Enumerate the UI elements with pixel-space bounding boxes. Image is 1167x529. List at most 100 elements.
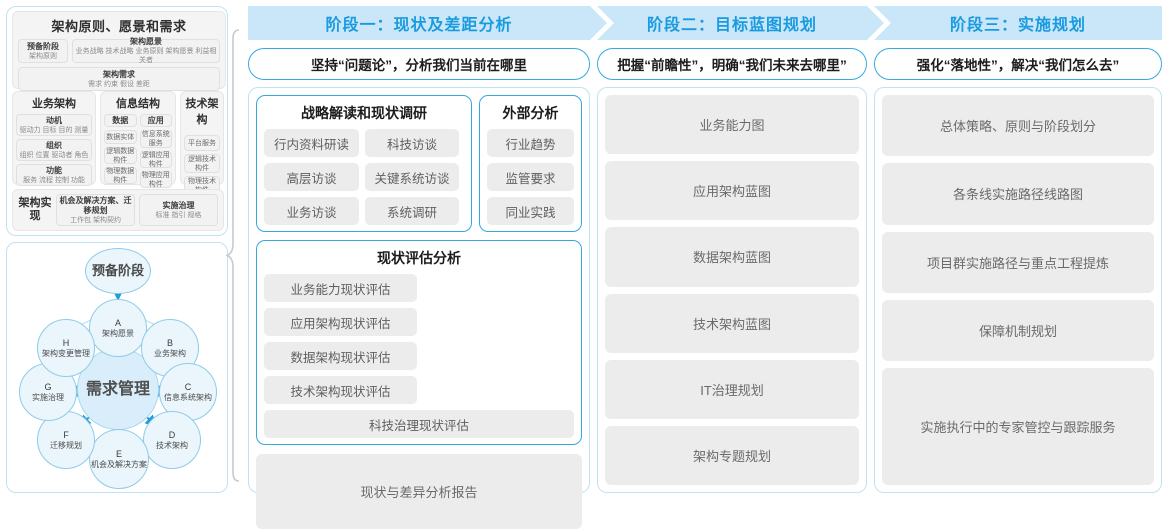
- phase-2-item-business-capability[interactable]: 业务能力图: [605, 95, 859, 155]
- framework-column-information: 信息结构 数据 数据实体 逻辑数据构件 物理数据构件 应用: [100, 91, 176, 188]
- framework-subgroup-data: 数据 数据实体 逻辑数据构件 物理数据构件: [104, 114, 137, 188]
- phase-3-item-program-roadmap[interactable]: 项目群实施路径与重点工程提炼: [882, 231, 1154, 293]
- framework-box-vision-sub: 业务战略 技术战略 业务原则 架构愿景 利益相关者: [75, 48, 217, 64]
- phase-1-banner-label: 阶段一：现状及差距分析: [325, 17, 513, 34]
- framework-box-opportunity-migration: 机会及解决方案、迁移规划 工作包 架构契约: [56, 194, 135, 226]
- chip-industry-trend[interactable]: 行业趋势: [487, 129, 574, 157]
- phase-3-body: 总体策略、原则与阶段划分 各条线实施路径线路图 项目群实施路径与重点工程提炼 保…: [874, 87, 1162, 493]
- left-panel: 架构原则、愿景和需求 预备阶段 架构原则 架构愿景 业务战略 技术战略 业务原则…: [6, 6, 234, 493]
- framework-column-business: 业务架构 动机 驱动力 目标 目的 测量 组织 组织 位置 驱动者 角色 功能: [12, 91, 96, 186]
- phase-2-banner: 阶段二：目标蓝图规划: [597, 6, 884, 40]
- framework-realization-label: 架构实现: [18, 197, 52, 222]
- framework-tile-is-service: 信息系统服务: [139, 130, 172, 148]
- framework-section-principles: 架构原则、愿景和需求 预备阶段 架构原则 架构愿景 业务战略 技术战略 业务原则…: [12, 11, 226, 91]
- framework-tile-organization: 组织 组织 位置 驱动者 角色: [16, 139, 92, 161]
- brace-icon: [224, 29, 240, 482]
- chip-peer-practice[interactable]: 同业实践: [487, 197, 574, 225]
- phase-2-item-data-blueprint[interactable]: 数据架构蓝图: [605, 227, 859, 287]
- framework-tile-data-entity: 数据实体: [104, 130, 137, 144]
- framework-tile-function: 功能 服务 流程 控制 功能: [16, 164, 92, 186]
- phase-3-banner-label: 阶段三：实施规划: [949, 17, 1086, 34]
- chip-it-governance-assessment[interactable]: 科技治理现状评估: [264, 410, 574, 438]
- phase-2-subtitle: 把握“前瞻性”，明确“我们未来去哪里”: [597, 48, 867, 80]
- framework-tile-logical-tech: 逻辑技术构件: [184, 154, 220, 173]
- phase-3-subtitle: 强化“落地性”，解决“我们怎么去”: [874, 48, 1162, 80]
- phase-1-group-strategy-title: 战略解读和现状调研: [301, 105, 427, 121]
- chip-technology-assessment[interactable]: 技术架构现状评估: [264, 376, 417, 404]
- phase-1-group-assessment-title: 现状评估分析: [377, 250, 461, 266]
- phase-2-item-technology-blueprint[interactable]: 技术架构蓝图: [605, 293, 859, 353]
- phase-2-column: 阶段二：目标蓝图规划 把握“前瞻性”，明确“我们未来去哪里” 业务能力图 应用架…: [597, 6, 884, 493]
- adm-node-d[interactable]: D 技术架构: [143, 411, 201, 469]
- adm-cycle: 预备阶段 需求管理 A 架构愿景 B 业务架构 C: [7, 243, 227, 492]
- framework-box-requirements: 架构需求 需求 约束 假设 差距: [18, 67, 220, 91]
- adm-node-a[interactable]: A 架构愿景: [89, 299, 147, 357]
- framework-section-architectures: 业务架构 动机 驱动力 目标 目的 测量 组织 组织 位置 驱动者 角色 功能: [12, 91, 224, 195]
- phase-2-body: 业务能力图 应用架构蓝图 数据架构蓝图 技术架构蓝图 IT治理规划 架构专题规划: [597, 87, 867, 493]
- phase-2-banner-label: 阶段二：目标蓝图规划: [646, 17, 817, 34]
- phase-3-item-expert-tracking[interactable]: 实施执行中的专家管控与跟踪服务: [882, 368, 1154, 486]
- adm-node-h[interactable]: H 架构变更管理: [37, 319, 95, 377]
- phase-1-output[interactable]: 现状与差异分析报告: [256, 454, 582, 529]
- framework-box-vision: 架构愿景 业务战略 技术战略 业务原则 架构愿景 利益相关者: [72, 37, 220, 64]
- phase-3-item-overall-strategy[interactable]: 总体策略、原则与阶段划分: [882, 95, 1154, 157]
- adm-node-e[interactable]: E 机会及解决方案: [89, 429, 149, 489]
- phase-1-column: 阶段一：现状及差距分析 坚持“问题论”，分析我们当前在哪里 战略解读和现状调研 …: [248, 6, 607, 529]
- phase-2-arrow-icon: [867, 6, 884, 40]
- phase-3-banner: 阶段三：实施规划: [874, 6, 1162, 40]
- architecture-roadmap-diagram: 架构原则、愿景和需求 预备阶段 架构原则 架构愿景 业务战略 技术战略 业务原则…: [6, 6, 1162, 529]
- chip-internal-docs[interactable]: 行内资料研读: [264, 129, 359, 157]
- chip-key-system-interview[interactable]: 关键系统访谈: [365, 163, 459, 191]
- phase-3-item-assurance-mechanism[interactable]: 保障机制规划: [882, 299, 1154, 362]
- framework-box-requirements-title: 架构需求: [103, 69, 135, 79]
- phase-3-item-line-roadmap[interactable]: 各条线实施路径线路图: [882, 163, 1154, 225]
- phase-1-arrow-icon: [590, 6, 607, 40]
- chip-data-assessment[interactable]: 数据架构现状评估: [264, 342, 417, 370]
- framework-tile-logical-app: 逻辑应用构件: [139, 151, 172, 168]
- framework-tile-physical-data: 物理数据构件: [104, 167, 137, 184]
- framework-box-governance: 实施治理 标准 指引 规格: [139, 194, 218, 226]
- phase-1-group-external: 外部分析 行业趋势 监管要求 同业实践: [479, 95, 582, 232]
- framework-box-preliminary-sub: 架构原则: [29, 52, 57, 60]
- adm-cycle-card: 预备阶段 需求管理 A 架构愿景 B 业务架构 C: [6, 242, 228, 493]
- framework-column-information-title: 信息结构: [116, 98, 160, 110]
- togaf-framework-card: 架构原则、愿景和需求 预备阶段 架构原则 架构愿景 业务战略 技术战略 业务原则…: [6, 6, 228, 236]
- framework-tile-platform-service: 平台服务: [184, 135, 220, 151]
- chip-system-research[interactable]: 系统调研: [365, 197, 459, 225]
- framework-tile-motivation: 动机 驱动力 目标 目的 测量: [16, 114, 92, 136]
- framework-box-preliminary-title: 预备阶段: [27, 41, 59, 51]
- framework-box-vision-title: 架构愿景: [130, 37, 162, 46]
- framework-column-technology: 技术架构 平台服务 逻辑技术构件 物理技术构件: [180, 91, 224, 195]
- framework-column-technology-title: 技术架构: [185, 98, 219, 126]
- framework-subgroup-application: 应用 信息系统服务 逻辑应用构件 物理应用构件: [139, 114, 172, 188]
- phase-1-banner: 阶段一：现状及差距分析: [248, 6, 607, 40]
- framework-box-requirements-sub: 需求 约束 假设 差距: [88, 80, 150, 88]
- framework-tile-logical-data: 逻辑数据构件: [104, 147, 137, 164]
- phase-1-subtitle: 坚持“问题论”，分析我们当前在哪里: [248, 48, 590, 80]
- phase-2-item-architecture-topics[interactable]: 架构专题规划: [605, 425, 859, 486]
- phase-1-group-external-title: 外部分析: [502, 105, 559, 121]
- framework-tile-physical-app: 物理应用构件: [139, 171, 172, 188]
- phase-1-body: 战略解读和现状调研 行内资料研读 科技访谈 高层访谈 关键系统访谈 业务访谈 系…: [248, 87, 590, 529]
- framework-box-preliminary: 预备阶段 架构原则: [18, 39, 68, 63]
- phase-3-column: 阶段三：实施规划 强化“落地性”，解决“我们怎么去” 总体策略、原则与阶段划分 …: [874, 6, 1162, 493]
- framework-section1-title: 架构原则、愿景和需求: [51, 19, 187, 34]
- framework-column-business-title: 业务架构: [32, 98, 76, 110]
- framework-tile-app-head: 应用: [139, 114, 172, 127]
- phase-2-item-application-blueprint[interactable]: 应用架构蓝图: [605, 161, 859, 221]
- adm-node-preliminary-label: 预备阶段: [91, 263, 144, 278]
- chip-tech-interview[interactable]: 科技访谈: [365, 129, 459, 157]
- framework-tile-data-head: 数据: [104, 114, 137, 127]
- adm-node-preliminary[interactable]: 预备阶段: [85, 248, 151, 294]
- phase-1-group-assessment: 现状评估分析 业务能力现状评估 应用架构现状评估 数据架构现状评估 技术架构现状…: [256, 240, 582, 445]
- chip-regulatory[interactable]: 监管要求: [487, 163, 574, 191]
- framework-section-realization: 架构实现 机会及解决方案、迁移规划 工作包 架构契约 实施治理 标准 指引 规格: [12, 189, 224, 231]
- chip-exec-interview[interactable]: 高层访谈: [264, 163, 359, 191]
- chip-application-assessment[interactable]: 应用架构现状评估: [264, 308, 417, 336]
- chip-business-capability-assessment[interactable]: 业务能力现状评估: [264, 274, 417, 302]
- phase-2-item-it-governance[interactable]: IT治理规划: [605, 359, 859, 419]
- adm-node-center-label: 需求管理: [85, 380, 150, 398]
- brace-connector: [224, 28, 242, 488]
- phase-1-group-strategy: 战略解读和现状调研 行内资料研读 科技访谈 高层访谈 关键系统访谈 业务访谈 系…: [256, 95, 472, 232]
- chip-business-interview[interactable]: 业务访谈: [264, 197, 359, 225]
